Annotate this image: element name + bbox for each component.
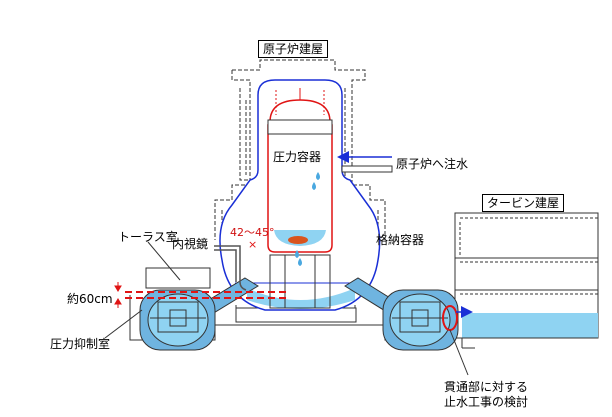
- endoscope: [214, 245, 247, 291]
- angle-label: 42～45°: [230, 226, 275, 239]
- turbine-basement-water: [462, 313, 598, 338]
- water-injection-label: 原子炉へ注水: [396, 157, 469, 171]
- pressure-vessel: [267, 99, 333, 253]
- melted-fuel-icon: [288, 236, 308, 244]
- reactor-building-label: 原子炉建屋: [258, 40, 329, 58]
- torus-room-label: トーラス室: [118, 230, 178, 244]
- water-drop-icon: [295, 172, 320, 266]
- suppression-chamber-left: [139, 289, 216, 351]
- pedestal: [269, 254, 331, 309]
- pressure-vessel-label: 圧力容器: [273, 150, 322, 164]
- penetration-note-line1: 貫通部に対する: [444, 380, 529, 394]
- turbine-building-label: タービン建屋: [482, 194, 565, 212]
- level-arrows: [114, 282, 122, 308]
- containment-vessel-label: 格納容器: [376, 233, 425, 247]
- suppression-chamber-label: 圧力抑制室: [50, 337, 111, 351]
- angle-mark: ×: [248, 238, 257, 251]
- leader-lines: [104, 241, 469, 376]
- water-level-label: 約60cm: [67, 292, 113, 306]
- water-injection-pipe: [337, 151, 393, 173]
- penetration-note-line2: 止水工事の検討: [444, 395, 529, 409]
- water-level-line: [125, 291, 290, 299]
- endoscope-label: 内視鏡: [172, 237, 209, 251]
- suppression-chamber-right: [382, 289, 459, 351]
